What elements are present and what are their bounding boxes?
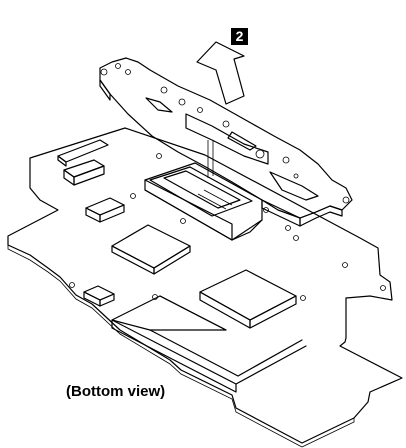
view-caption: (Bottom view) — [66, 383, 166, 400]
connector-bracket — [99, 57, 353, 227]
chip-large-right — [199, 269, 297, 329]
edge-connector-top-left — [57, 139, 109, 167]
board-holes — [69, 153, 386, 301]
step-number-badge: 2 — [231, 28, 248, 45]
removal-arrow-icon — [196, 41, 245, 105]
chip-small-upper — [63, 159, 105, 186]
shield-frame — [111, 295, 307, 393]
docking-connector — [144, 162, 263, 241]
connector-lower-left — [83, 285, 115, 307]
system-board — [7, 127, 403, 444]
chip-small-mid — [85, 197, 125, 223]
alignment-guides — [207, 140, 214, 178]
chip-large-center — [111, 224, 191, 275]
